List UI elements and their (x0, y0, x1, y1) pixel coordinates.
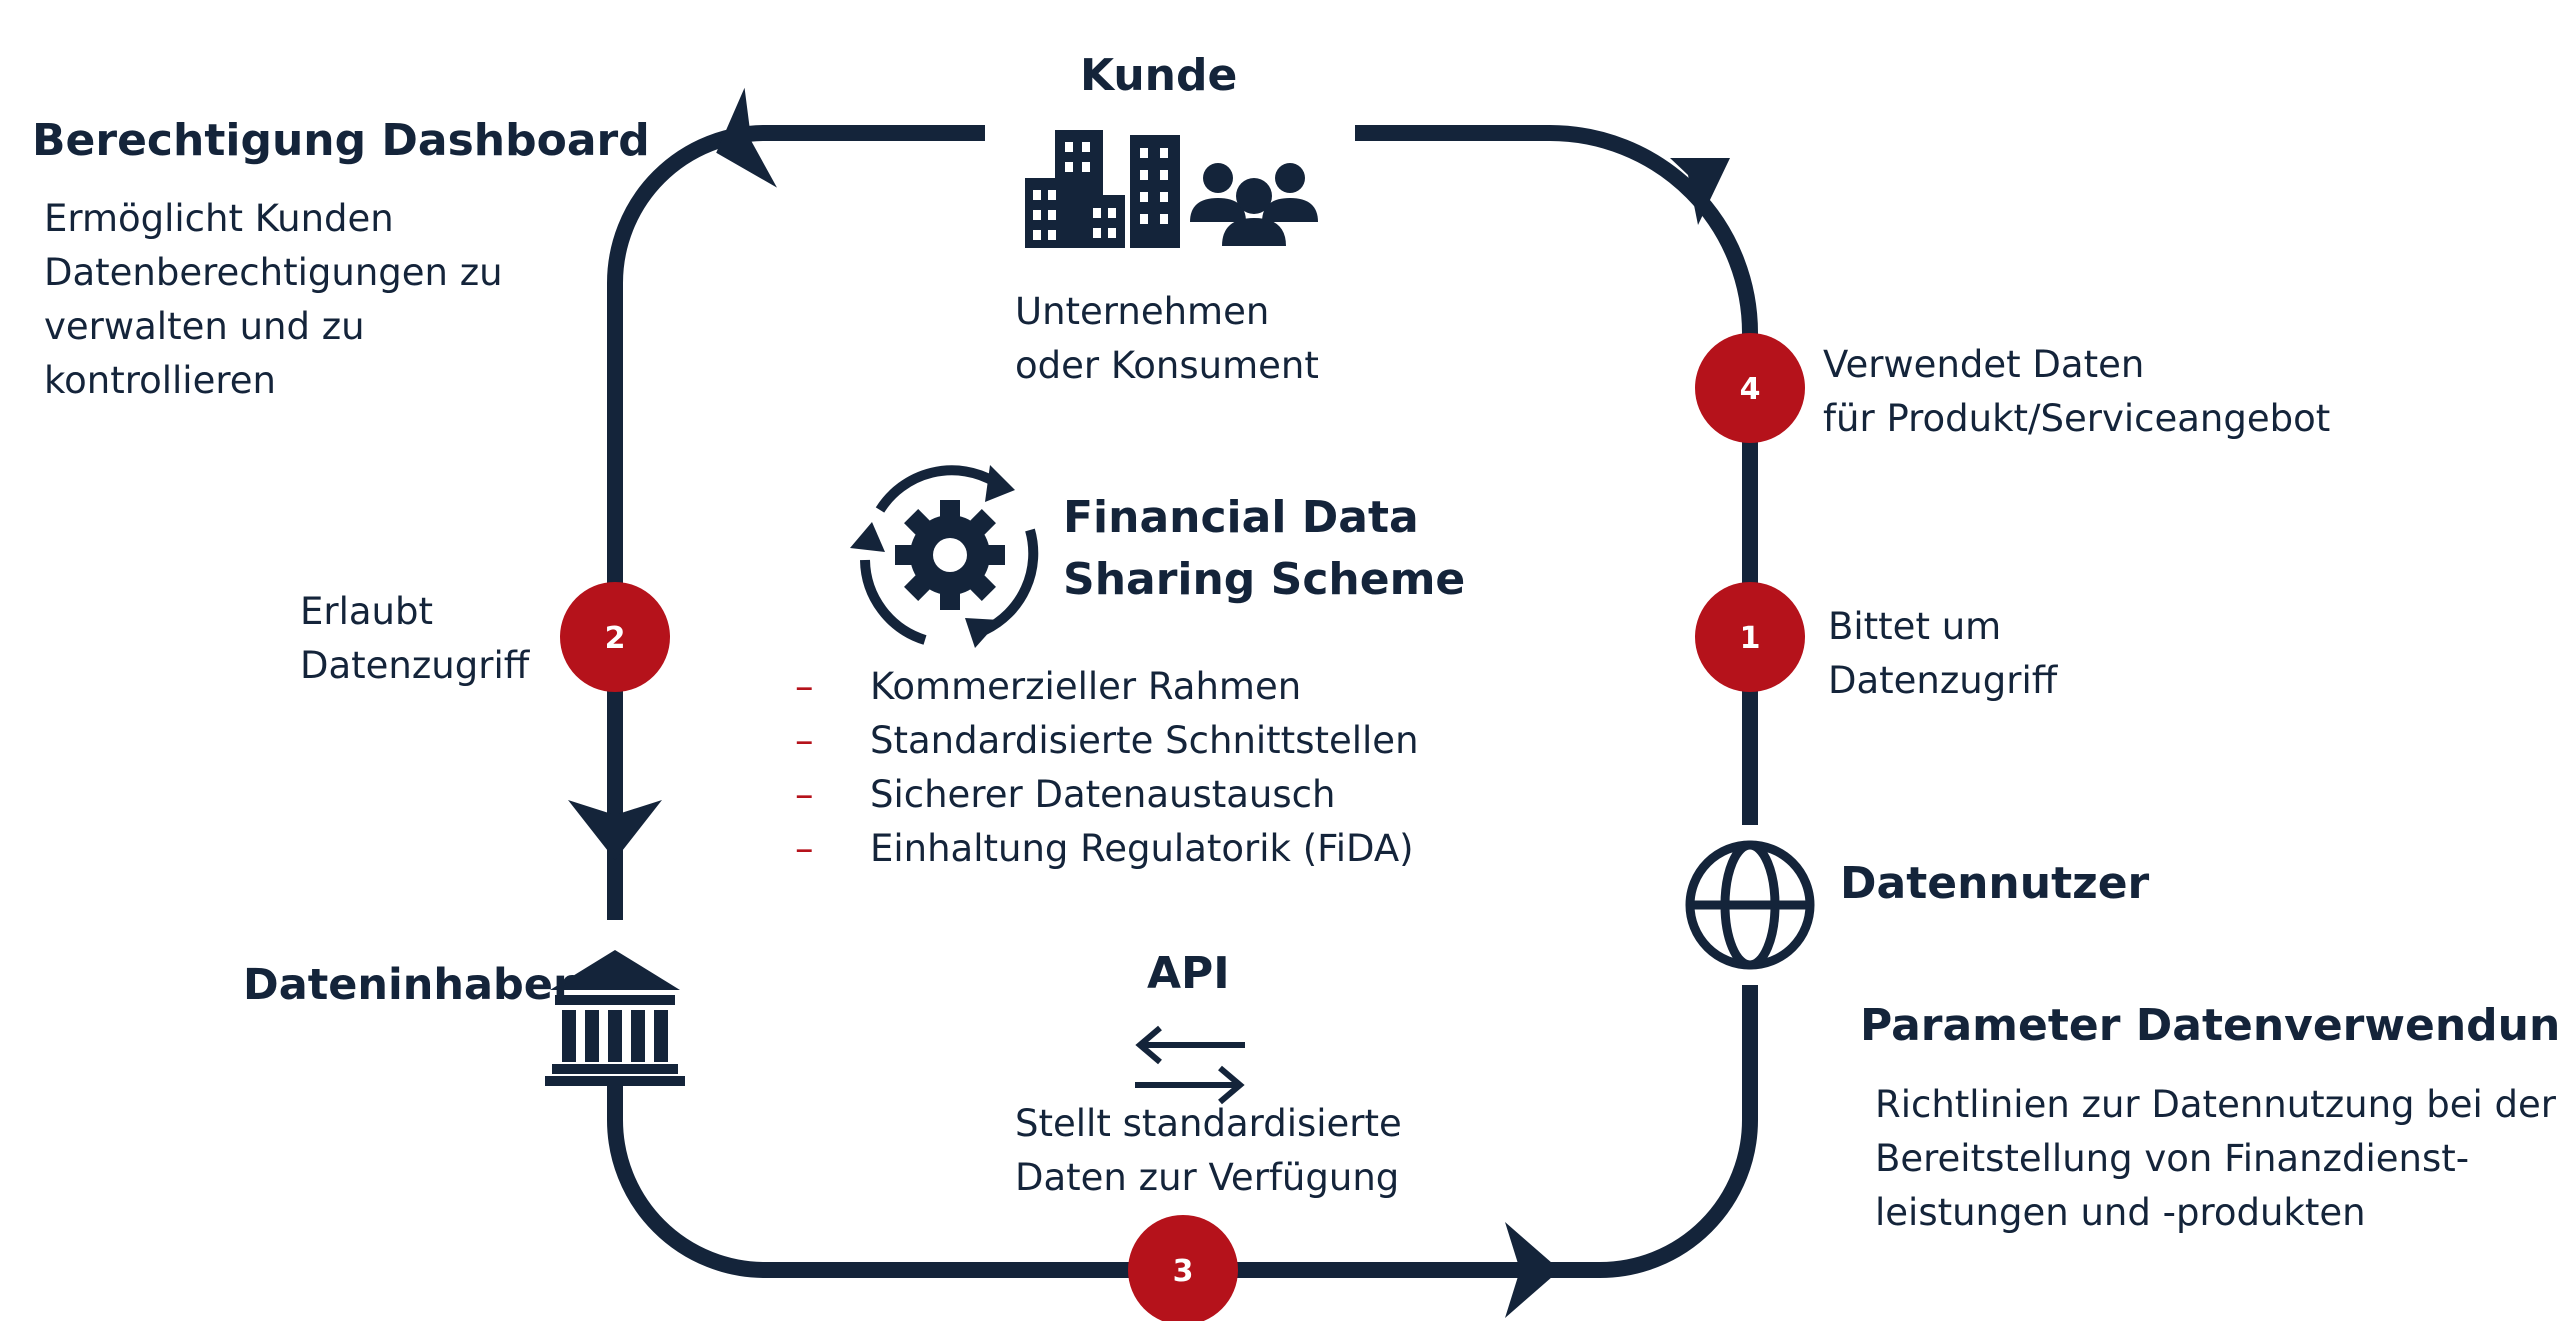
bullet-text: Kommerzieller Rahmen (870, 665, 1302, 708)
scheme-bullet-list: – Kommerzieller Rahmen – Standardisierte S… (795, 660, 1419, 876)
bullet-dash: – (795, 719, 814, 762)
step4-label: Verwendet Daten für Produkt/Serviceangeb… (1823, 338, 2330, 446)
gear-cycle-icon (850, 465, 1039, 648)
arrowhead-top-left (716, 87, 777, 188)
step2-line: Erlaubt (300, 590, 433, 633)
step1-line: Bittet um (1828, 605, 2002, 648)
arrowhead-bottom-right (1505, 1222, 1560, 1318)
cycle-path-bottom-left (607, 1085, 1560, 1278)
api-desc-line: Stellt standardisierte (1015, 1102, 1402, 1145)
exchange-arrows-icon (1135, 1025, 1245, 1105)
bank-icon (545, 950, 685, 1086)
kunde-desc-line: Unternehmen (1015, 290, 1270, 333)
step4-line: Verwendet Daten (1823, 343, 2145, 386)
bd-desc-line: Datenberechtigungen zu (44, 251, 503, 294)
list-item: – Standardisierte Schnittstellen (795, 714, 1419, 768)
scheme-title-line: Sharing Scheme (1063, 554, 1466, 605)
bd-desc-line: Ermöglicht Kunden (44, 197, 394, 240)
bullet-text: Einhaltung Regulatorik (FiDA) (870, 827, 1414, 870)
list-item: – Sicherer Datenaustausch (795, 768, 1419, 822)
arrowhead-left-down (568, 800, 662, 860)
bullet-text: Standardisierte Schnittstellen (870, 719, 1419, 762)
step2-label: Erlaubt Datenzugriff (300, 585, 529, 693)
arrowhead-right-up (1670, 158, 1730, 225)
api-desc-line: Daten zur Verfügung (1015, 1156, 1400, 1199)
globe-icon (1685, 840, 1815, 970)
buildings-icon (1025, 130, 1180, 248)
bullet-dash: – (795, 773, 814, 816)
kunde-description: Unternehmen oder Konsument (1015, 285, 1319, 393)
parameter-description: Richtlinien zur Datennutzung bei der Ber… (1875, 1078, 2556, 1240)
list-item: – Kommerzieller Rahmen (795, 660, 1419, 714)
svg-text:1: 1 (1740, 621, 1761, 656)
cycle-path-bottom-right (1555, 985, 1758, 1278)
step-badge-2: 2 (560, 582, 670, 692)
step-badge-4: 4 (1695, 333, 1805, 443)
pd-desc-line: leistungen und -produkten (1875, 1191, 2366, 1234)
scheme-title: Financial Data Sharing Scheme (1063, 487, 1465, 611)
kunde-desc-line: oder Konsument (1015, 344, 1319, 387)
api-description: Stellt standardisierte Daten zur Verfügu… (1015, 1097, 1402, 1205)
api-title: API (1147, 948, 1230, 999)
bullet-dash: – (795, 665, 814, 708)
svg-text:2: 2 (605, 621, 626, 656)
berechtigung-dashboard-description: Ermöglicht Kunden Datenberechtigungen zu… (44, 192, 503, 408)
people-icon (1190, 163, 1318, 246)
step-badge-1: 1 (1695, 582, 1805, 692)
kunde-title: Kunde (1080, 50, 1238, 101)
pd-desc-line: Richtlinien zur Datennutzung bei der (1875, 1083, 2557, 1126)
step4-line: für Produkt/Serviceangebot (1823, 397, 2331, 440)
bd-desc-line: kontrollieren (44, 359, 276, 402)
bd-desc-line: verwalten und zu (44, 305, 365, 348)
scheme-title-line: Financial Data (1063, 492, 1419, 543)
parameter-title: Parameter Datenverwendung (1860, 1000, 2560, 1051)
svg-text:4: 4 (1740, 372, 1761, 407)
step1-line: Datenzugriff (1828, 659, 2058, 702)
pd-desc-line: Bereitstellung von Finanzdienst- (1875, 1137, 2470, 1180)
datennutzer-label: Datennutzer (1840, 858, 2150, 909)
step-badge-3: 3 (1128, 1215, 1238, 1321)
dateninhaber-label: Dateninhaber (243, 960, 575, 1010)
step2-line: Datenzugriff (300, 644, 530, 687)
svg-text:3: 3 (1173, 1254, 1194, 1289)
berechtigung-dashboard-title: Berechtigung Dashboard (32, 115, 650, 166)
bullet-text: Sicherer Datenaustausch (870, 773, 1336, 816)
bullet-dash: – (795, 827, 814, 870)
list-item: – Einhaltung Regulatorik (FiDA) (795, 822, 1419, 876)
step1-label: Bittet um Datenzugriff (1828, 600, 2057, 708)
